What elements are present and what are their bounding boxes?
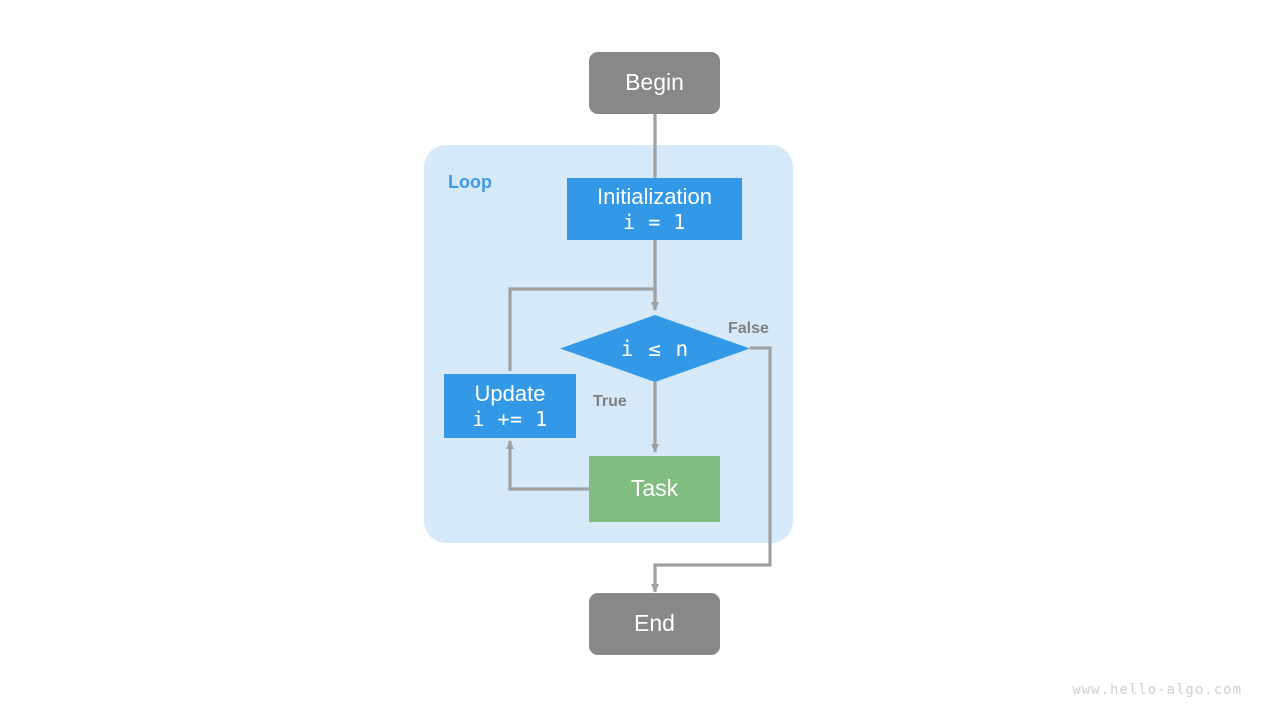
condition-diamond-shape (560, 315, 750, 382)
node-condition-label: i ≤ n (620, 337, 690, 361)
node-begin-label: Begin (625, 69, 684, 96)
watermark: www.hello-algo.com (1072, 682, 1242, 698)
node-update[interactable]: Update i += 1 (444, 374, 576, 438)
node-initialization-label: Initialization (597, 183, 712, 209)
edge-task-to-update (506, 440, 589, 491)
edge-label-true: True (593, 393, 627, 410)
node-initialization-detail: i = 1 (623, 209, 686, 234)
edge-update-to-condition (508, 287, 659, 371)
node-task-label: Task (630, 475, 679, 502)
node-update-detail: i += 1 (472, 406, 548, 431)
node-end-label: End (634, 610, 675, 637)
node-condition[interactable]: i ≤ n (560, 315, 750, 383)
edge-label-false: False (728, 320, 769, 337)
edge-condition-false-to-end (651, 346, 772, 593)
node-end[interactable]: End (589, 593, 720, 655)
node-initialization[interactable]: Initialization i = 1 (567, 178, 742, 240)
loop-group-label: Loop (448, 172, 492, 192)
node-update-label: Update (474, 380, 546, 406)
node-begin[interactable]: Begin (589, 52, 720, 114)
node-task[interactable]: Task (589, 456, 720, 522)
